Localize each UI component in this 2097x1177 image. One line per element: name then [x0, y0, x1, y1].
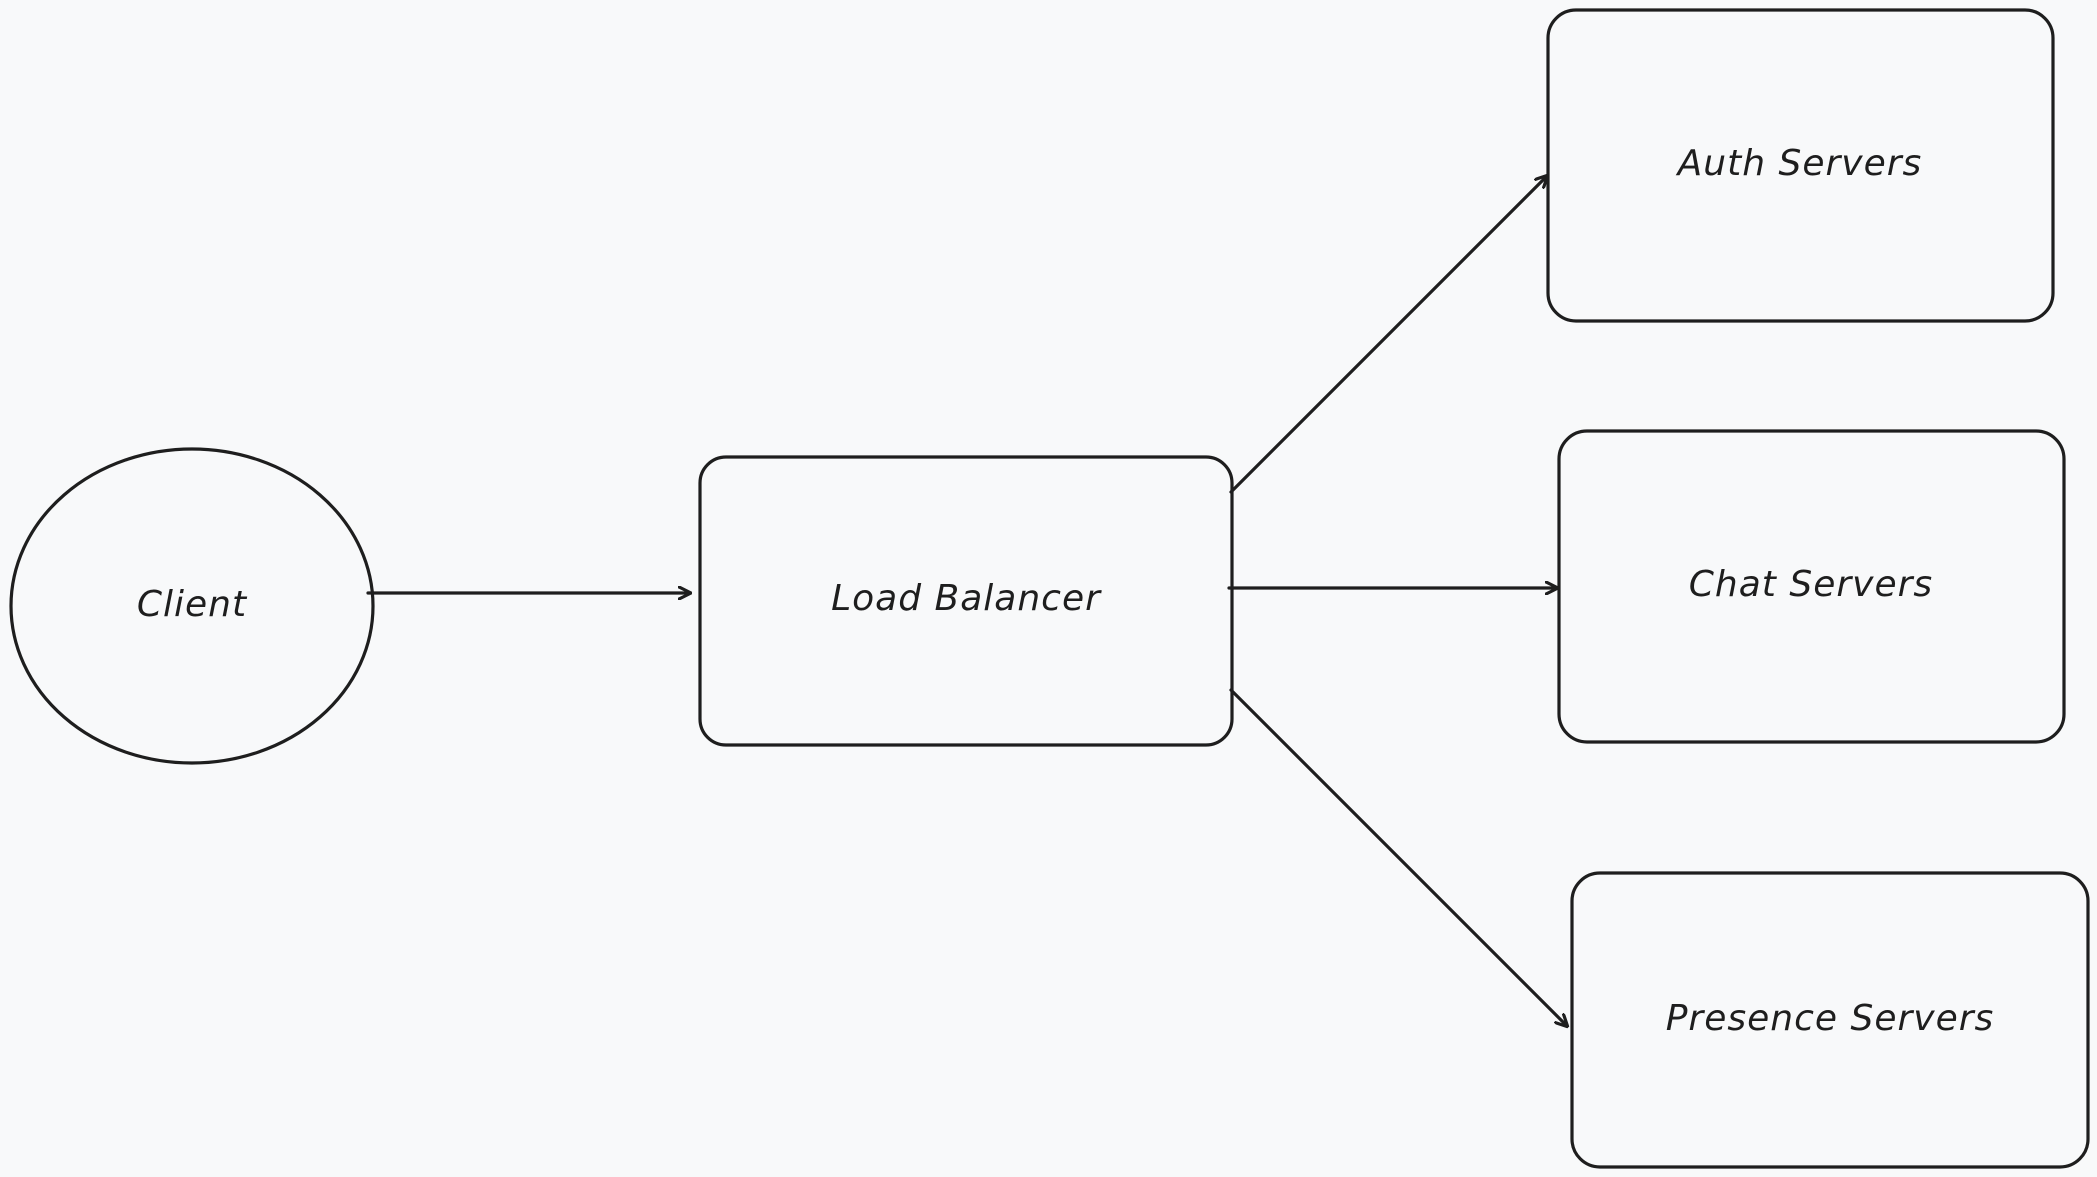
load-balancer-box [698, 455, 1234, 747]
node-load-balancer[interactable]: Load Balancer [698, 455, 1234, 747]
chat-servers-label: Chat Servers [1689, 564, 1933, 605]
auth-servers-label: Auth Servers [1676, 143, 1923, 184]
edge-load-balancer-to-auth[interactable] [1229, 176, 1547, 494]
presence-servers-label: Presence Servers [1666, 998, 1995, 1039]
edges [366, 176, 1567, 1026]
chat-servers-box [1557, 429, 2066, 744]
node-presence-servers[interactable]: Presence Servers [1570, 871, 2090, 1169]
node-chat-servers[interactable]: Chat Servers [1557, 429, 2066, 744]
edge-load-balancer-to-presence[interactable] [1229, 688, 1567, 1026]
load-balancer-label: Load Balancer [831, 578, 1102, 619]
node-auth-servers[interactable]: Auth Servers [1546, 8, 2055, 323]
auth-servers-box [1546, 8, 2055, 323]
client-label: Client [137, 584, 248, 625]
client-ellipse [9, 447, 375, 765]
presence-servers-box [1570, 871, 2090, 1169]
node-client[interactable]: Client [9, 447, 375, 765]
